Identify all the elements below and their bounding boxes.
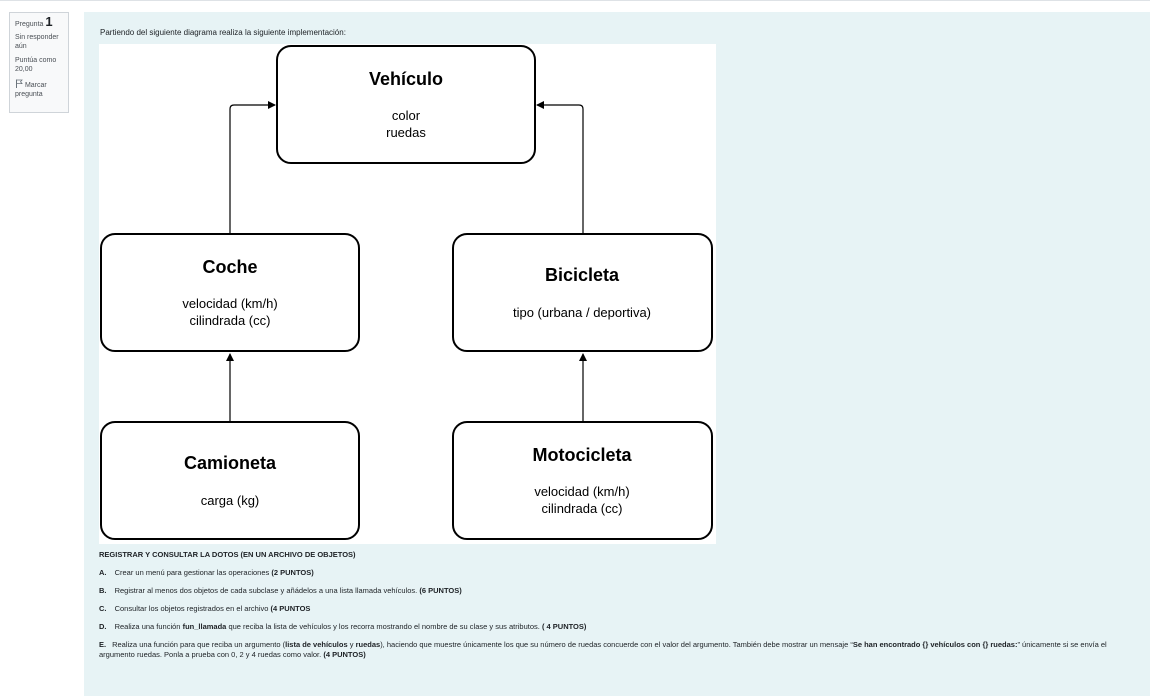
question-number-value: 1 <box>45 14 53 29</box>
class-title-bicicleta: Bicicleta <box>545 265 620 285</box>
class-title-camioneta: Camioneta <box>184 453 277 473</box>
question-grade: Puntúa como 20,00 <box>15 57 57 73</box>
instruction-bold: lista de vehículos <box>285 640 348 649</box>
instruction-text: ” únicamente si se envía el argumento ru… <box>99 640 1107 659</box>
class-box-coche: Coche velocidad (km/h) cilindrada (cc) <box>100 233 360 352</box>
class-diagram-svg: Vehículo color ruedas Coche velocidad (k… <box>100 45 713 540</box>
class-box-vehiculo: Vehículo color ruedas <box>276 45 536 164</box>
instruction-points: (2 PUNTOS) <box>271 568 314 577</box>
instructions-heading: REGISTRAR Y CONSULTAR LA DOTOS (EN UN AR… <box>99 550 356 559</box>
instruction-points: (6 PUNTOS) <box>419 586 462 595</box>
instruction-points: ( 4 PUNTOS) <box>541 622 587 631</box>
instructions-block: REGISTRAR Y CONSULTAR LA DOTOS (EN UN AR… <box>99 550 1135 660</box>
class-attr-coche-1: cilindrada (cc) <box>190 313 271 328</box>
class-attr-vehiculo-1: ruedas <box>386 125 426 140</box>
class-box-bicicleta: Bicicleta tipo (urbana / deportiva) <box>452 233 713 352</box>
instruction-item-e: E. Realiza una función para que reciba un… <box>99 640 1135 660</box>
class-attr-motocicleta-1: cilindrada (cc) <box>542 501 623 516</box>
class-attr-motocicleta-0: velocidad (km/h) <box>534 484 629 499</box>
instruction-bold: Se han encontrado {} vehículos con {} ru… <box>852 640 1018 649</box>
class-attr-camioneta-0: carga (kg) <box>201 493 260 508</box>
instruction-item-c: C. Consultar los objetos registrados en … <box>99 604 1135 614</box>
instruction-letter: B. <box>99 586 107 595</box>
instruction-bold: ruedas <box>355 640 381 649</box>
instruction-text: ), haciendo que muestre únicamente los q… <box>380 640 853 649</box>
connector-coche-vehiculo <box>229 101 276 234</box>
connector-bicicleta-vehiculo <box>536 101 584 234</box>
class-diagram: Vehículo color ruedas Coche velocidad (k… <box>99 44 716 544</box>
instruction-letter: C. <box>99 604 107 613</box>
instruction-item-a: A. Crear un menú para gestionar las oper… <box>99 568 1135 578</box>
instruction-text: Realiza una función <box>114 622 181 631</box>
instruction-text: Crear un menú para gestionar las operaci… <box>114 568 270 577</box>
flag-question-link[interactable]: Marcar pregunta <box>15 79 63 99</box>
class-title-coche: Coche <box>202 257 257 277</box>
class-box-camioneta: Camioneta carga (kg) <box>100 421 360 540</box>
instruction-letter: E. <box>99 640 107 649</box>
question-number: Pregunta 1 <box>15 14 63 29</box>
question-intro: Partiendo del siguiente diagrama realiza… <box>100 28 346 37</box>
instruction-text: Realiza una función para que reciba un a… <box>112 640 286 649</box>
instruction-text: Consultar los objetos registrados en el … <box>114 604 269 613</box>
question-info-panel: Pregunta 1 Sin responder aún Puntúa como… <box>9 12 69 113</box>
instruction-letter: D. <box>99 622 107 631</box>
question-label: Pregunta <box>15 21 44 28</box>
top-divider <box>0 0 1150 1</box>
instruction-points: (4 PUNTOS <box>270 604 311 613</box>
instruction-letter: A. <box>99 568 107 577</box>
question-content: Partiendo del siguiente diagrama realiza… <box>84 12 1150 696</box>
instruction-item-d: D. Realiza una función fun_llamada que r… <box>99 622 1135 632</box>
class-box-motocicleta: Motocicleta velocidad (km/h) cilindrada … <box>452 421 713 540</box>
class-attr-bicicleta-0: tipo (urbana / deportiva) <box>513 305 651 320</box>
flag-label: Marcar pregunta <box>15 82 47 98</box>
class-title-vehiculo: Vehículo <box>369 69 443 89</box>
instruction-text: y <box>347 640 356 649</box>
class-title-motocicleta: Motocicleta <box>532 445 632 465</box>
instruction-item-b: B. Registrar al menos dos objetos de cad… <box>99 586 1135 596</box>
flag-icon <box>16 79 23 88</box>
class-attr-coche-0: velocidad (km/h) <box>182 296 277 311</box>
question-state: Sin responder aún <box>15 34 59 50</box>
class-attr-vehiculo-0: color <box>392 108 421 123</box>
function-name: fun_llamada <box>182 622 227 631</box>
instruction-points: (4 PUNTOS) <box>323 650 366 659</box>
instruction-text: Registrar al menos dos objetos de cada s… <box>114 586 418 595</box>
instruction-text: que reciba la lista de vehículos y los r… <box>228 622 540 631</box>
